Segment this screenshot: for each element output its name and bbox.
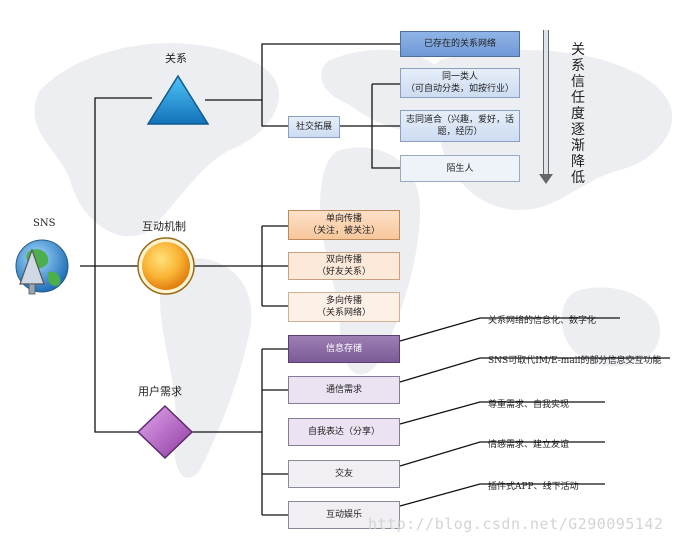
globe-icon (15, 239, 69, 295)
relation-label: 关系 (165, 52, 187, 65)
trust-decrease-arrow (539, 30, 553, 184)
one-way-node[interactable]: 单向传播 （关注，被关注） (288, 210, 400, 240)
existing-network-node[interactable]: 已存在的关系网络 (400, 31, 520, 57)
trust-decrease-text: 关系信任度逐渐降低 (571, 42, 585, 186)
two-way-node[interactable]: 双向传播 （好友关系） (288, 252, 400, 280)
detail-info-storage: 关系网络的信息化、数字化 (488, 316, 597, 326)
interaction-label: 互动机制 (142, 220, 186, 233)
social-expansion-node[interactable]: 社交拓展 (288, 116, 340, 138)
like-minded-node[interactable]: 志同道合（兴趣，爱好，话 题，经历） (400, 110, 520, 142)
self-expression-node[interactable]: 自我表达（分享） (288, 418, 400, 446)
entertainment-node[interactable]: 互动娱乐 (288, 501, 400, 529)
multi-way-node[interactable]: 多向传播 （关系网络） (288, 292, 400, 322)
relation-triangle-icon (146, 74, 210, 125)
interaction-circle-icon (137, 237, 195, 295)
needs-diamond-icon (136, 404, 194, 460)
info-storage-node[interactable]: 信息存储 (288, 335, 400, 363)
detail-friendship: 情感需求、建立友谊 (488, 440, 570, 450)
same-kind-node[interactable]: 同一类人 （可自动分类，如按行业） (400, 68, 520, 98)
communication-node[interactable]: 通信需求 (288, 376, 400, 404)
friendship-node[interactable]: 交友 (288, 460, 400, 488)
detail-communication: SNS可取代IM/E-mail的部分信息交互功能 (488, 356, 662, 366)
detail-self-expression: 尊重需求、自我实现 (488, 400, 570, 410)
detail-entertainment: 插件式APP、线下活动 (488, 482, 579, 492)
watermark: http://blog.csdn.net/G290095142 (368, 515, 664, 533)
root-label: SNS (33, 218, 56, 229)
needs-label: 用户需求 (138, 385, 182, 398)
stranger-node[interactable]: 陌生人 (400, 155, 520, 182)
